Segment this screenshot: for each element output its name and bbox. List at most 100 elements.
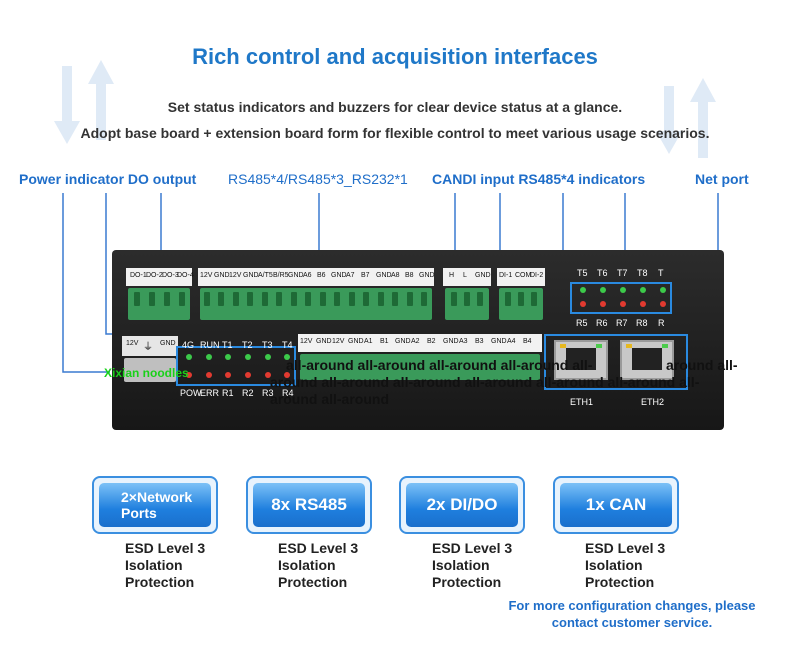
main-label-8: A6 [303, 272, 312, 279]
lower-label-9: B2 [427, 338, 436, 345]
status-label-t3: T3 [262, 340, 273, 350]
feature-di-do: 2x DI/DO [399, 476, 525, 534]
lower-label-5: A1 [364, 338, 373, 345]
footer-note: For more configuration changes, please c… [508, 598, 756, 630]
eth2-label: ETH2 [641, 397, 665, 407]
up-arrow-icon [690, 78, 716, 158]
status-label-r3: R3 [262, 388, 274, 398]
net-led-label-r: R [658, 318, 665, 328]
feature-label: 1x CAN [560, 483, 672, 527]
lower-label-12: B3 [475, 338, 484, 345]
lower-label-14: A4 [507, 338, 516, 345]
can-label-gnd: GND [475, 272, 491, 279]
callout-net-port: Net port [695, 171, 749, 187]
status-label-r2: R2 [242, 388, 254, 398]
lower-label-13: GND [491, 338, 507, 345]
main-label-6: B/R5 [273, 272, 289, 279]
lower-label-4: GND [348, 338, 364, 345]
feature-network-ports: 2×Network Ports [92, 476, 218, 534]
can-label-strip [443, 268, 491, 286]
main-label-16: GND [419, 272, 435, 279]
lower-label-10: GND [443, 338, 459, 345]
net-led-label-r6: R6 [596, 318, 608, 328]
down-arrow-icon [54, 66, 80, 144]
do-label-2: DO-2 [146, 272, 163, 279]
main-label-4: GND [243, 272, 259, 279]
net-led-label-t: T [658, 268, 664, 278]
main-terminal-block [200, 288, 432, 320]
main-label-2: GND [214, 272, 230, 279]
feature-rs485: 8x RS485 [246, 476, 372, 534]
net-led-label-t6: T6 [597, 268, 608, 278]
main-label-7: GND [288, 272, 304, 279]
overlay-line-2: around all-around all-around all-around … [270, 374, 700, 390]
main-label-strip [198, 268, 434, 286]
status-label-r4: R4 [282, 388, 294, 398]
overlay-line-1b: around all- [666, 357, 738, 373]
callout-can-di: CANDI input RS485*4 indicators [432, 171, 646, 187]
subtitle-line-1: Set status indicators and buzzers for cl… [167, 99, 623, 115]
down-arrow-icon [656, 86, 682, 154]
net-led-label-r5: R5 [576, 318, 588, 328]
up-arrow-icon [88, 60, 114, 140]
main-label-12: B7 [361, 272, 370, 279]
net-led-label-t7: T7 [617, 268, 628, 278]
callout-rs485: RS485*4/RS485*3_RS232*1 [228, 171, 408, 187]
feature-label: 2×Network Ports [99, 483, 211, 527]
power-label-gnd: GND [160, 340, 176, 347]
main-label-3: 12V [229, 272, 242, 279]
net-led-label-r8: R8 [636, 318, 648, 328]
green-overlay-label: Xixian noodles [104, 366, 189, 380]
di-terminal-block [499, 288, 543, 320]
power-terminal-block [124, 358, 176, 382]
main-label-5: A/T5 [258, 272, 273, 279]
main-label-9: B6 [317, 272, 326, 279]
lower-label-7: GND [395, 338, 411, 345]
do-terminal-block [128, 288, 190, 320]
eth2-port [620, 340, 674, 380]
di-label-com: COM [515, 272, 532, 279]
lower-label-8: A2 [411, 338, 420, 345]
feature-label: 8x RS485 [253, 483, 365, 527]
main-label-14: A8 [391, 272, 400, 279]
main-label-11: A7 [346, 272, 355, 279]
status-label-run: RUN [200, 340, 220, 350]
di-label-strip [497, 268, 545, 286]
do-label-4: DO-4 [177, 272, 194, 279]
eth1-label: ETH1 [570, 397, 594, 407]
net-led-label-t5: T5 [577, 268, 588, 278]
status-label-4g: 4G [182, 340, 195, 350]
eth-frame [544, 334, 688, 390]
status-led-frame [176, 346, 296, 386]
net-led-label-t8: T8 [637, 268, 648, 278]
lower-label-11: A3 [459, 338, 468, 345]
lower-label-1: 12V [300, 338, 313, 345]
subtitle-line-2: Adopt base board + extension board form … [80, 125, 710, 141]
lower-label-6: B1 [380, 338, 389, 345]
can-terminal-block [445, 288, 489, 320]
main-label-15: B8 [405, 272, 414, 279]
di-label-2: DI-2 [530, 272, 544, 279]
power-label-12v: 12V [126, 340, 139, 347]
main-label-1: 12V [200, 272, 213, 279]
callout-power-do: Power indicator DO output [19, 171, 197, 187]
overlay-line-3: around all-around [270, 391, 389, 407]
lower-label-2: GND [316, 338, 332, 345]
lower-label-strip [298, 334, 542, 352]
overlay-line-1: all-around all-around all-around all-aro… [286, 357, 593, 373]
status-label-t2: T2 [242, 340, 253, 350]
lower-label-15: B4 [523, 338, 532, 345]
status-label-err: ERR [200, 388, 220, 398]
page-title: Rich control and acquisition interfaces [192, 44, 598, 69]
status-label-t4: T4 [282, 340, 293, 350]
can-label-h: H [449, 272, 455, 279]
net-led-frame [570, 282, 672, 314]
lower-label-3: 12V [332, 338, 345, 345]
status-label-pow: POW [180, 388, 202, 398]
do-label-1: DO-1 [130, 272, 147, 279]
status-label-r1: R1 [222, 388, 234, 398]
net-led-label-r7: R7 [616, 318, 628, 328]
